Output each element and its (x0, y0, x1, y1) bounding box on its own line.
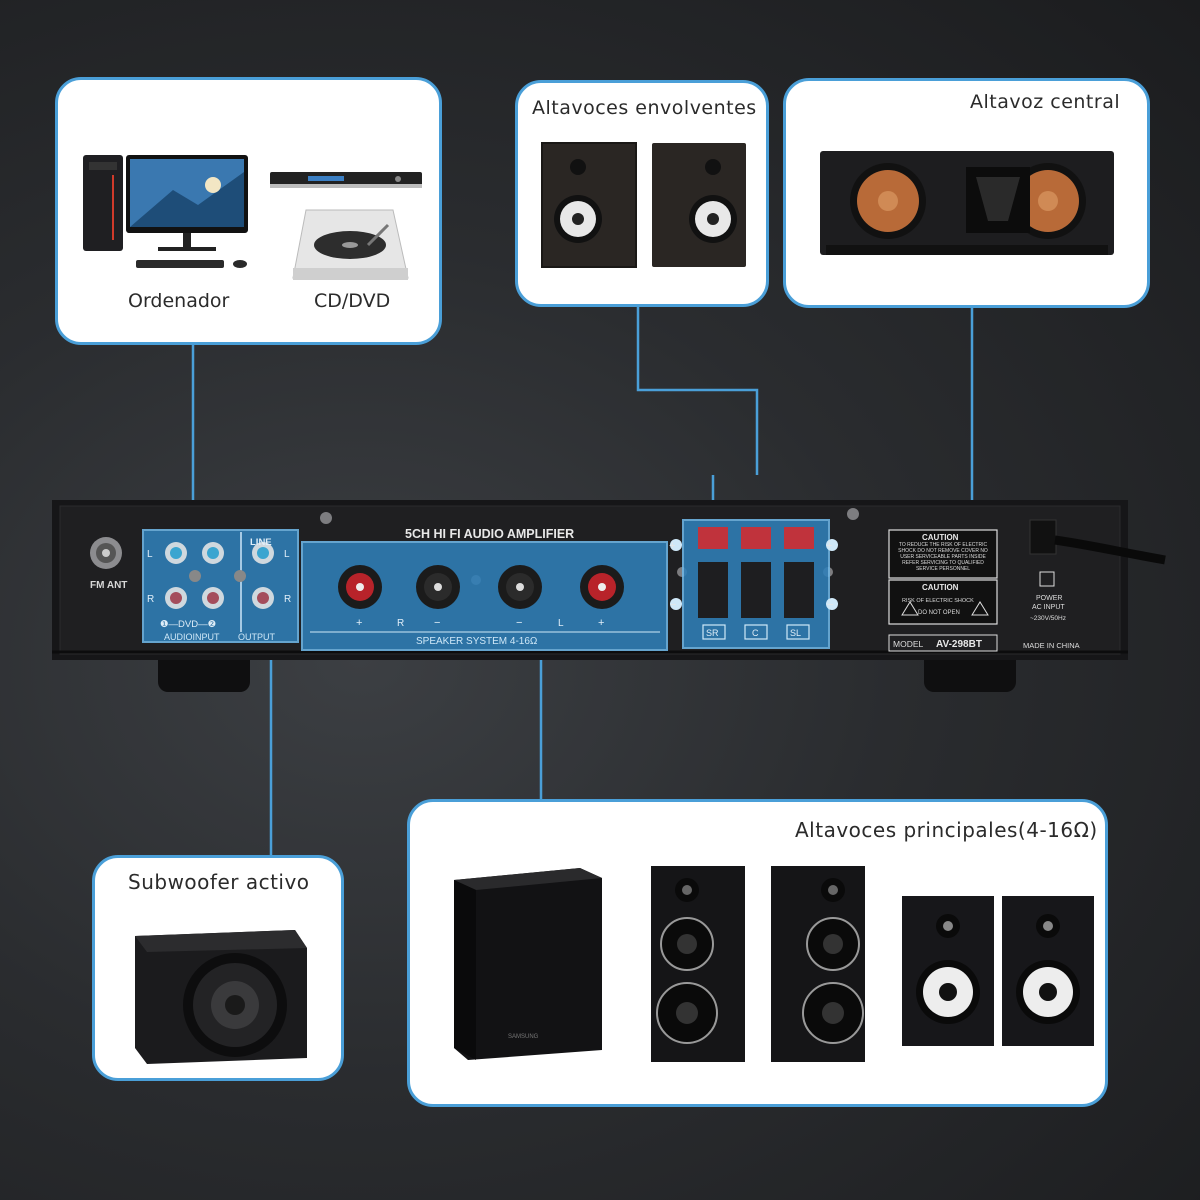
sources-illustration (83, 155, 422, 280)
computer-label: Ordenador (128, 290, 230, 312)
monitor-speaker-right-icon (1002, 896, 1094, 1046)
center-speaker-icon (820, 151, 1114, 255)
terminal-minus-left: − (670, 599, 676, 611)
turntable-icon (292, 209, 409, 280)
brand-label: SAMSUNG (508, 1034, 539, 1040)
center-speaker-card: Altavoz central (783, 78, 1150, 308)
monitor-speaker-left-icon (902, 896, 994, 1046)
output-l-label: L (284, 549, 290, 560)
terminal-plus-left: + (669, 540, 675, 552)
made-in-label: MADE IN CHINA (1023, 641, 1080, 650)
caution-2-title: CAUTION (922, 583, 959, 592)
post-minus-1: − (434, 617, 440, 629)
subwoofer-illustration (135, 930, 307, 1064)
bookshelf-speaker-icon: SAMSUNG (454, 868, 602, 1060)
terminal-sr-label: SR (706, 628, 719, 638)
subwoofer-title: Subwoofer activo (128, 870, 310, 894)
audio-input-label: AUDIOINPUT (164, 632, 220, 642)
sources-card: Ordenador CD/DVD (55, 77, 442, 345)
main-speakers-title: Altavoces principales(4-16Ω) (795, 818, 1098, 842)
monitor-icon (126, 155, 248, 251)
surround-title: Altavoces envolventes (532, 97, 757, 119)
terminal-sl-label: SL (790, 628, 801, 638)
caution-2-line2: DO NOT OPEN (918, 610, 960, 616)
tower-speaker-right-icon (771, 866, 865, 1062)
post-r-label: R (397, 618, 404, 629)
surround-speakers-card: Altavoces envolventes (515, 80, 769, 307)
ac-input-label: AC INPUT (1032, 604, 1065, 611)
keyboard-icon (136, 260, 224, 268)
output-label: OUTPUT (238, 632, 276, 642)
subwoofer-card: Subwoofer activo (92, 855, 344, 1081)
surround-speakers-illustration (541, 142, 746, 268)
line-label: LINE (250, 537, 272, 548)
terminal-plus-right: + (826, 540, 832, 552)
dvd-channel-label: ❶—DVD—❷ (160, 619, 217, 630)
caution-1-text: TO REDUCE THE RISK OF ELECTRIC SHOCK DO … (898, 542, 988, 572)
subwoofer-icon (135, 930, 307, 1064)
dvd-label: CD/DVD (314, 290, 391, 312)
model-label: MODEL (893, 639, 924, 649)
surround-speaker-left-icon (541, 142, 637, 268)
tower-speaker-left-icon (651, 866, 745, 1062)
model-number: AV-298BT (936, 639, 982, 650)
input-l-label: L (147, 549, 153, 560)
amp-heading: 5CH HI FI AUDIO AMPLIFIER (405, 527, 574, 541)
post-plus-1: + (356, 617, 362, 629)
center-speaker-illustration (820, 151, 1114, 255)
power-label: POWER (1036, 595, 1062, 602)
main-speakers-card: Altavoces principales(4-16Ω) SAMSUNG (407, 799, 1108, 1107)
post-l-label: L (558, 618, 564, 629)
terminal-minus-right: − (827, 599, 833, 611)
post-minus-2: − (516, 617, 522, 629)
speaker-system-label: SPEAKER SYSTEM 4-16Ω (416, 636, 538, 647)
caution-1-title: CAUTION (922, 533, 959, 542)
output-r-label: R (284, 594, 291, 605)
main-speakers-illustration: SAMSUNG (454, 866, 1094, 1062)
line-surround-to-terminals (636, 307, 759, 475)
fm-ant-label: FM ANT (90, 580, 127, 591)
voltage-label: ~230V/50Hz (1030, 615, 1066, 622)
surround-speaker-right-icon (652, 143, 746, 267)
caution-2-line1: RISK OF ELECTRIC SHOCK (902, 598, 974, 604)
dvd-player-icon (270, 172, 422, 188)
mouse-icon (233, 260, 247, 268)
center-title: Altavoz central (970, 91, 1121, 113)
pc-tower-icon (83, 155, 123, 251)
input-r-label: R (147, 594, 154, 605)
post-plus-2: + (598, 617, 604, 629)
terminal-c-label: C (752, 628, 759, 638)
